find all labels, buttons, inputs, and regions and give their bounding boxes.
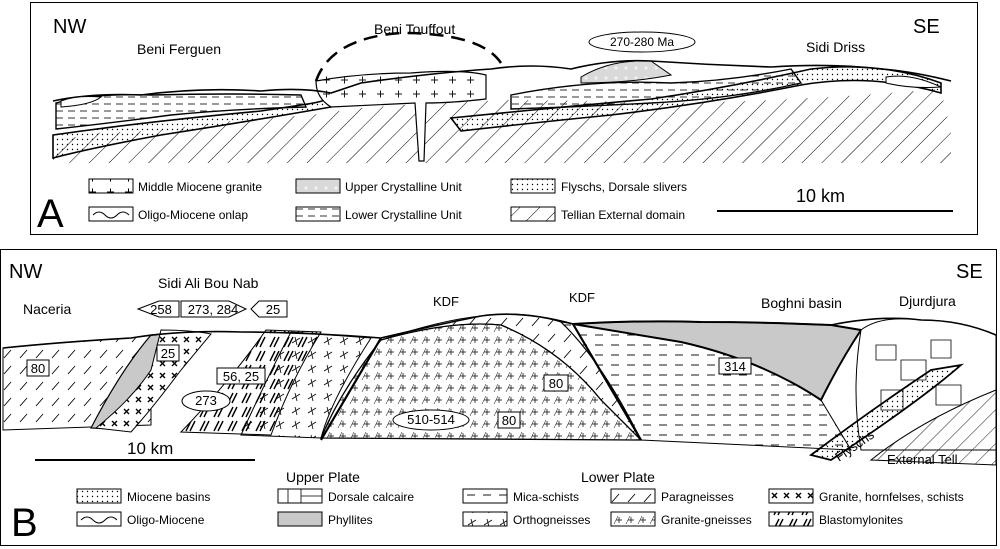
topography-a [52,59,952,102]
legend-granite-gneisses: Granite-gneisses [661,513,752,527]
panel-letter-b: B [11,501,38,545]
flysch-sliver [808,363,964,461]
boghni-label: Boghni basin [761,295,842,311]
age-314: 314 [724,359,746,374]
dome-extrapolation [314,31,503,82]
nw-label-a: NW [53,16,86,38]
panel-a: NW SE Beni Ferguen Beni Touffout Sidi Dr… [30,2,978,236]
cross-section-b: NW SE Sidi Ali Bou Nab Naceria Boghni ba… [2,261,997,545]
panel-letter-a: A [37,192,64,236]
upper-plate-title: Upper Plate [286,469,360,485]
beni-touffout-label: Beni Touffout [374,21,455,37]
scale-label-b: 10 km [127,439,173,458]
panel-b: NW SE Sidi Ali Bou Nab Naceria Boghni ba… [0,249,997,546]
legend-para: Paragneisses [661,490,734,504]
external-tell-label: External Tell [887,452,958,467]
legend-flyschs: Flyschs, Dorsale slivers [561,180,687,194]
djurdjura-label: Djurdjura [899,293,956,309]
age-510-514: 510-514 [407,412,455,427]
age-273-284: 273, 284 [188,302,239,317]
se-label-a: SE [913,16,940,38]
legend-dorsale: Dorsale calcaire [328,490,414,504]
lower-crystalline-east [510,68,803,110]
cross-section-a: NW SE Beni Ferguen Beni Touffout Sidi Dr… [37,16,953,236]
age-25-top: 25 [266,302,280,317]
beni-ferguen-label: Beni Ferguen [137,41,221,57]
age-80-lower: 80 [502,413,516,428]
age-56-25: 56, 25 [223,369,259,384]
age-80-mid: 80 [549,376,563,391]
age-ellipse-a [588,31,696,53]
granite-horn-west [94,329,212,433]
legend-tellian: Tellian External domain [561,208,685,222]
sidi-driss-label: Sidi Driss [806,39,865,55]
legend-b: Miocene basins Oligo-Miocene Dorsale cal… [76,488,964,527]
age-80-left: 80 [31,361,45,376]
se-label-b: SE [956,261,983,283]
granite-pattern [321,75,481,103]
external-tell [869,389,997,466]
lower-plate-title: Lower Plate [581,469,655,485]
legend-phyllites: Phyllites [328,513,373,527]
upper-crystalline-lens [580,60,673,84]
legend-granite-horn: Granite, hornfelses, schists [819,490,964,504]
legend-blasto: Blastomylonites [819,513,903,527]
onlap-east [885,75,942,88]
kdf-fault-1 [320,337,382,441]
naceria-label: Naceria [23,301,71,317]
age-273: 273 [195,393,217,408]
legend-granite: Middle Miocene granite [138,180,262,194]
kdf-fault-2 [572,323,642,441]
legend-miocene: Miocene basins [127,490,210,504]
legend-upper-cryst: Upper Crystalline Unit [345,180,462,194]
age-boxes-top: 258 273, 284 25 [136,300,288,318]
kdf-label-1: KDF [433,294,459,309]
sidi-ali-label: Sidi Ali Bou Nab [158,275,259,291]
legend-mica: Mica-schists [513,490,579,504]
onlap-west [60,96,103,108]
scale-label-a: 10 km [796,186,845,206]
topography-b [2,313,997,349]
legend-lower-cryst: Lower Crystalline Unit [345,208,462,222]
age-label-a: 270-280 Ma [610,35,674,49]
legend-oligo: Oligo-Miocene [127,513,205,527]
age-258: 258 [150,302,172,317]
nw-label-b: NW [9,261,42,283]
legend-ortho: Orthogneisses [513,513,590,527]
kdf-label-2: KDF [569,290,595,305]
legend-onlap: Oligo-Miocene onlap [138,208,248,222]
age-25-left: 25 [161,346,175,361]
legend-a: Middle Miocene granite Oligo-Miocene onl… [88,178,687,222]
